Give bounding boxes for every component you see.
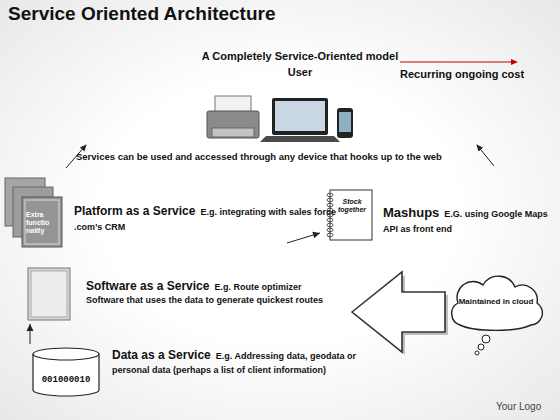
connector-line	[30, 324, 31, 344]
block-arrow-shadow	[355, 275, 448, 355]
software-node: Software as a Service E.g. Route optimize…	[20, 264, 352, 324]
node-text: 001000010	[38, 375, 94, 385]
leader-arrow	[477, 145, 494, 166]
text-label: Your Logo	[496, 401, 541, 412]
thought-bubble	[475, 351, 479, 355]
text-group: Data as a ServiceE.g. Addressing data, g…	[112, 348, 380, 375]
laptop-base	[260, 136, 340, 142]
thought-bubble	[478, 344, 484, 350]
page-icon	[22, 197, 62, 247]
node-heading: Mashups	[383, 205, 439, 220]
node-heading: Data as a Service	[112, 348, 211, 362]
node-body: E.g. Route optimizer	[214, 282, 301, 292]
notepad-icon	[330, 190, 372, 240]
cost-arrow-line	[400, 61, 512, 62]
connector-line	[287, 233, 320, 243]
node-text: Maintained in cloud	[458, 297, 534, 306]
node-text: Extra functio nality	[26, 211, 58, 235]
text-group: Software as a Service E.g. Route optimize…	[86, 278, 386, 293]
printer-tray	[212, 128, 254, 137]
page-icon	[28, 268, 70, 320]
cloud-node: Maintained in cloud	[445, 278, 547, 334]
node-heading: Platform as a Service	[74, 204, 195, 218]
mashups-node: Stock together MashupsE.G. using Google M…	[320, 185, 550, 245]
arrow-head	[27, 324, 34, 331]
platform-node: Extra functio nality Platform as a Servic…	[5, 176, 287, 248]
text-label: Services can be used and accessed throug…	[76, 151, 442, 162]
text-label: User	[175, 66, 425, 78]
node-text: Stock together	[335, 198, 369, 214]
text-group: MashupsE.G. using Google Maps API as fro…	[383, 205, 551, 234]
printer-body	[207, 111, 259, 138]
page-inner-border	[25, 200, 59, 244]
laptop-lid	[272, 98, 328, 135]
phone-screen	[339, 112, 351, 132]
text-label: Recurring ongoing cost	[400, 68, 524, 80]
arrow-head	[312, 232, 320, 239]
diagram-title: Service Oriented Architecture	[8, 3, 276, 25]
connector	[287, 232, 320, 243]
text-label: A Completely Service-Oriented model	[175, 50, 425, 62]
cost-arrow-head	[511, 59, 518, 65]
connector	[27, 324, 34, 344]
data-node: 001000010 Data as a ServiceE.g. Addressin…	[20, 344, 390, 398]
phone-body	[337, 108, 353, 138]
cloud-shape	[452, 276, 543, 330]
thought-bubble	[482, 335, 490, 343]
laptop-screen	[275, 101, 325, 131]
database-top	[33, 348, 99, 360]
connector	[352, 272, 448, 355]
node-body: Software that uses the data to generate …	[86, 295, 334, 306]
text-group: Platform as a ServiceE.g. integrating wi…	[74, 203, 342, 232]
block-arrow	[352, 272, 445, 352]
node-heading: Software as a Service	[86, 279, 209, 293]
page-inner	[31, 271, 67, 317]
